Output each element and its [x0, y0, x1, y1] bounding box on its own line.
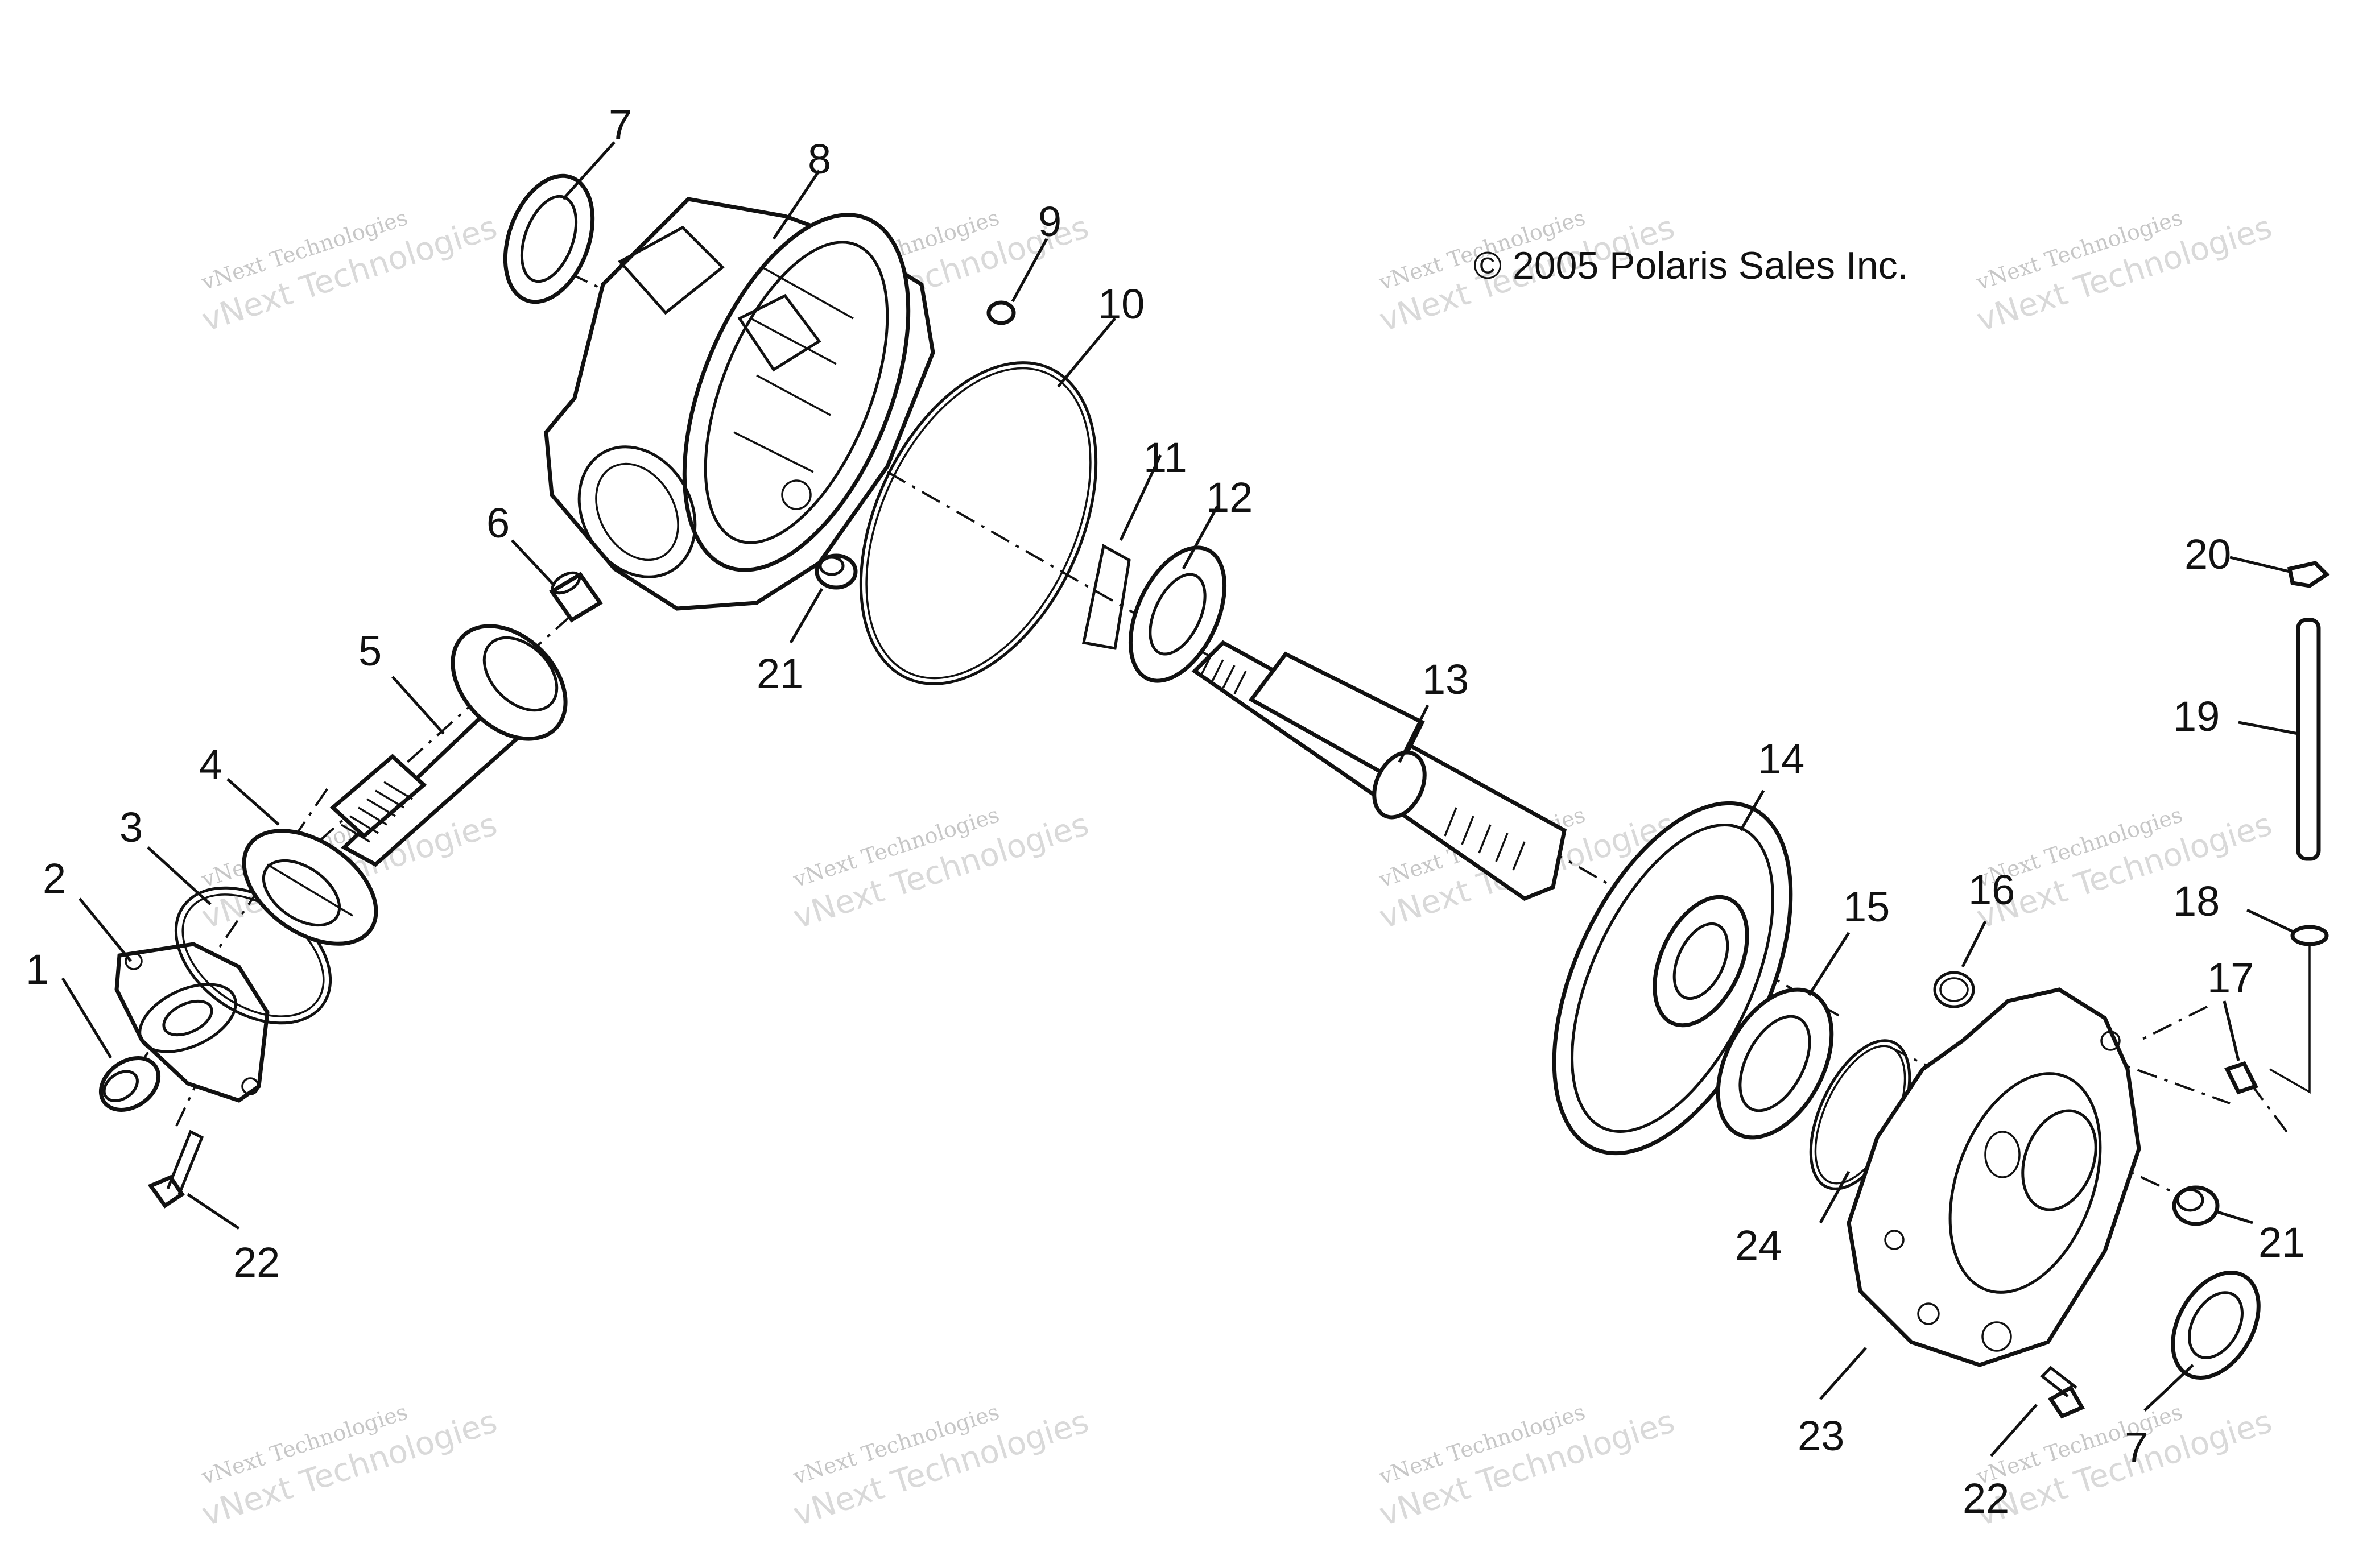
- callout-22-left: 22: [233, 1239, 280, 1286]
- callout-3: 3: [119, 804, 143, 851]
- part-23-cover-housing: [1847, 987, 2141, 1367]
- part-15-bearing: [1716, 987, 1834, 1140]
- leader-lines: [61, 141, 2299, 1457]
- part-18-clip: [2290, 925, 2329, 946]
- callout-7: 7: [609, 101, 632, 148]
- part-20-fitting: [2287, 561, 2330, 588]
- part-17-pin: [2224, 1061, 2258, 1095]
- callout-21-top: 21: [757, 650, 803, 697]
- callout-14: 14: [1758, 735, 1804, 783]
- part-16-o-ring: [1933, 971, 1975, 1008]
- part-9-plug: [986, 300, 1016, 325]
- callout-2: 2: [43, 855, 66, 902]
- part-7-seal-top: [503, 173, 595, 304]
- part-7-seal-right: [2171, 1271, 2261, 1380]
- part-8-gear-housing: [544, 197, 935, 611]
- callout-23: 23: [1798, 1412, 1844, 1459]
- callout-9: 9: [1038, 198, 1061, 245]
- part-21-bushing-right: [2172, 1185, 2220, 1226]
- part-1-seal: [98, 1056, 161, 1112]
- part-4-bearing: [242, 829, 378, 946]
- callout-24: 24: [1735, 1222, 1782, 1269]
- part-5-pinion-shaft: [329, 624, 568, 867]
- callout-21-right: 21: [2258, 1219, 2305, 1266]
- callout-4: 4: [199, 741, 222, 788]
- callout-17: 17: [2207, 954, 2254, 1002]
- callout-10: 10: [1098, 280, 1145, 328]
- callout-5: 5: [358, 627, 382, 675]
- callout-6: 6: [486, 499, 510, 547]
- callout-20: 20: [2184, 531, 2231, 578]
- part-11-shim: [1082, 544, 1131, 650]
- callout-18: 18: [2173, 878, 2220, 925]
- callout-8: 8: [808, 135, 831, 183]
- callout-numbers: 1 2 3 4 5 6 7 8 9 10 11 12 13 14 15 16 1…: [26, 101, 2305, 1522]
- callout-13: 13: [1422, 656, 1469, 703]
- part-19-rod: [2296, 618, 2321, 861]
- part-6-bushing: [548, 571, 604, 623]
- callout-15: 15: [1843, 883, 1890, 930]
- part-21-bushing-top: [815, 553, 858, 590]
- callout-19: 19: [2173, 693, 2220, 740]
- part-13-output-shaft: [1191, 640, 1567, 901]
- callout-12: 12: [1206, 474, 1253, 521]
- part-22-bolt-left: [147, 1130, 204, 1209]
- callout-11: 11: [1143, 434, 1187, 481]
- part-12-bearing: [1128, 545, 1227, 683]
- part-22-bolt-right: [2040, 1366, 2085, 1419]
- part-2-cover-plate: [114, 942, 270, 1103]
- copyright-notice: © 2005 Polaris Sales Inc.: [1473, 244, 1909, 287]
- callout-16: 16: [1968, 866, 2015, 913]
- part-10-o-ring: [859, 361, 1098, 685]
- callout-7-right: 7: [2125, 1424, 2148, 1471]
- callout-1: 1: [26, 946, 49, 993]
- callout-22-right: 22: [1963, 1475, 2009, 1522]
